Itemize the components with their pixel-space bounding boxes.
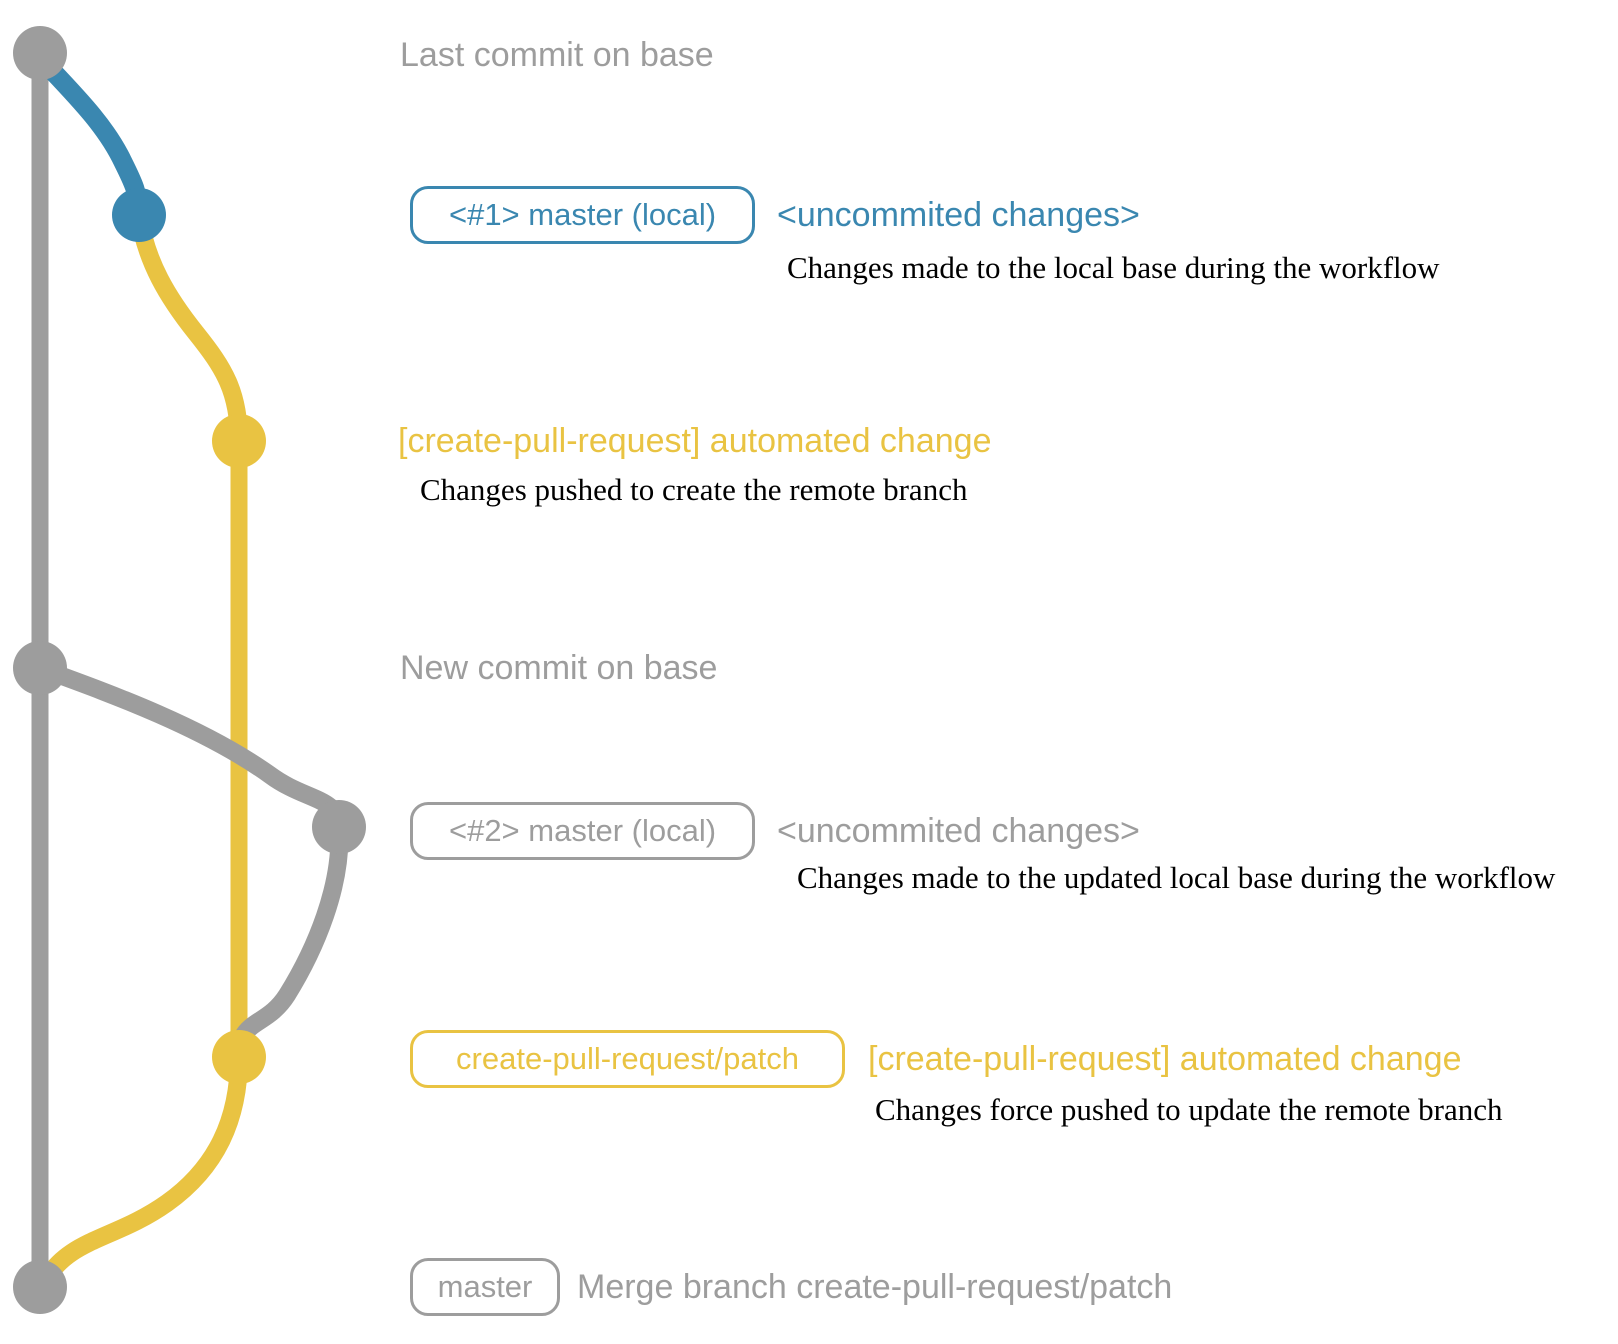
commit-node-new-base — [13, 641, 67, 695]
local-master-1-edge — [34, 52, 149, 225]
badge-master-text: master — [437, 1269, 533, 1304]
patch-branch-edge-upper — [130, 206, 248, 450]
badge-master-local-2: <#2> master (local) — [410, 802, 755, 860]
commit-node-merge — [13, 1260, 67, 1314]
label-last-commit-on-base: Last commit on base — [400, 36, 714, 74]
desc-local-changes-2: Changes made to the updated local base d… — [797, 860, 1556, 895]
commit-graph — [13, 26, 366, 1314]
badge-create-pull-request-patch: create-pull-request/patch — [410, 1030, 845, 1088]
commit-node-last-base — [13, 26, 67, 80]
label-automated-change-2: [create-pull-request] automated change — [868, 1040, 1462, 1078]
badge-create-pull-request-patch-text: create-pull-request/patch — [456, 1041, 799, 1076]
commit-node-patch-2 — [212, 1030, 266, 1084]
desc-push-create-remote: Changes pushed to create the remote bran… — [420, 472, 968, 507]
desc-force-push-update-remote: Changes force pushed to update the remot… — [875, 1092, 1503, 1127]
force-push-edge — [230, 818, 349, 1066]
badge-master-local-1: <#1> master (local) — [410, 186, 755, 244]
label-uncommited-changes-1: <uncommited changes> — [777, 196, 1140, 234]
badge-master-local-2-text: <#2> master (local) — [448, 813, 717, 848]
desc-local-changes-1: Changes made to the local base during th… — [787, 250, 1440, 285]
label-automated-change-1: [create-pull-request] automated change — [398, 422, 992, 460]
badge-master-local-1-text: <#1> master (local) — [448, 197, 717, 232]
badge-master: master — [410, 1258, 560, 1316]
merge-edge — [35, 1048, 248, 1292]
local-master-2-edge — [31, 659, 348, 836]
label-merge-branch: Merge branch create-pull-request/patch — [577, 1268, 1173, 1306]
label-new-commit-on-base: New commit on base — [400, 649, 718, 687]
label-uncommited-changes-2: <uncommited changes> — [777, 812, 1140, 850]
commit-node-patch-1 — [212, 414, 266, 468]
commit-node-local-1 — [112, 188, 166, 242]
commit-node-local-2 — [312, 800, 366, 854]
